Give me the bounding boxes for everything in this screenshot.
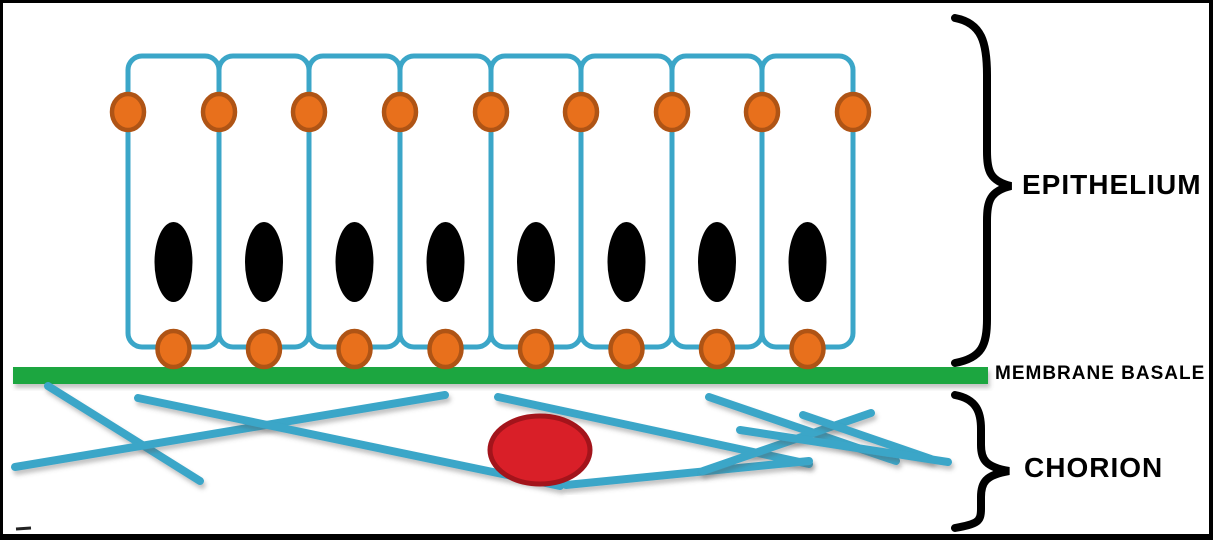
cell-nucleus xyxy=(426,222,465,302)
basement-membrane-bar xyxy=(13,367,988,384)
connective-fiber xyxy=(736,426,952,466)
chorion-cell xyxy=(487,413,593,487)
epithelium-brace xyxy=(951,14,1013,367)
connective-fiber xyxy=(562,457,813,489)
basal-junction xyxy=(608,328,645,370)
apical-junction xyxy=(472,91,510,133)
connective-fiber xyxy=(134,394,564,490)
cell-nucleus xyxy=(517,222,555,302)
cell-nucleus xyxy=(698,222,736,302)
cell-nucleus xyxy=(245,222,283,302)
basal-junction xyxy=(517,328,555,370)
cell-nucleus xyxy=(154,222,193,302)
basal-junction xyxy=(698,328,736,370)
diagram-svg xyxy=(11,14,1013,532)
apical-junction xyxy=(743,91,781,133)
apical-junction xyxy=(834,91,872,133)
basal-junction xyxy=(789,328,826,370)
apical-junction xyxy=(653,91,691,133)
apical-junction xyxy=(381,91,419,133)
basal-junction xyxy=(245,328,283,370)
cell-nucleus xyxy=(607,222,646,302)
connective-fiber xyxy=(799,411,935,463)
chorion-brace xyxy=(951,391,1010,532)
connective-fiber xyxy=(11,391,449,471)
epithelium-label: EPITHELIUM xyxy=(1022,169,1202,200)
cell-nucleus xyxy=(335,222,374,302)
apical-junction xyxy=(109,91,147,133)
membrane-basale-label: MEMBRANE BASALE xyxy=(995,363,1206,384)
apical-junction xyxy=(290,91,328,133)
basal-junction xyxy=(155,328,192,370)
basal-junction xyxy=(336,328,373,370)
apical-junction xyxy=(200,91,238,133)
chorion-label: CHORION xyxy=(1024,452,1164,483)
connective-fiber xyxy=(699,409,875,475)
stray-mark xyxy=(15,526,32,531)
connective-fiber xyxy=(44,382,204,485)
basal-junction xyxy=(427,328,464,370)
cell-nucleus xyxy=(788,222,827,302)
apical-junction xyxy=(562,91,600,133)
